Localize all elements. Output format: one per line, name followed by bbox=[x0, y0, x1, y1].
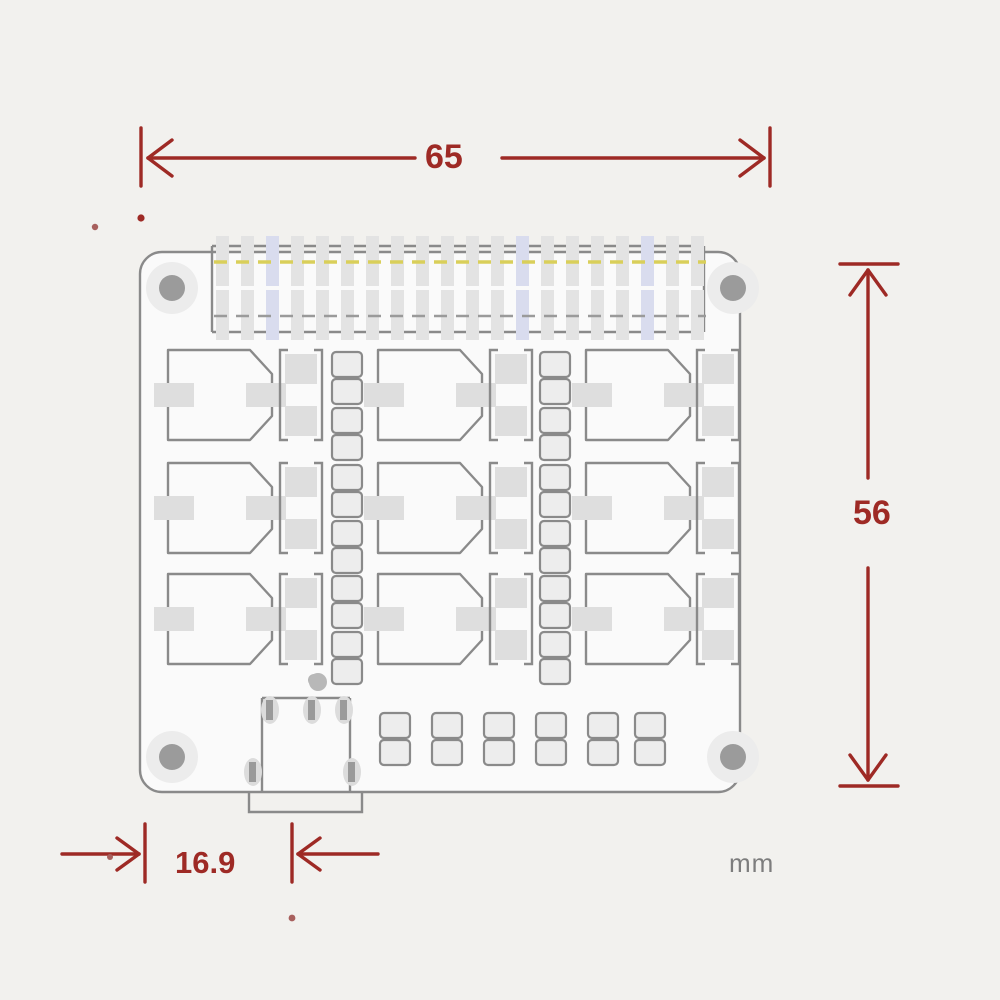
mounting-hole-top-left bbox=[146, 262, 198, 314]
dim-height-56 bbox=[838, 262, 900, 788]
unit-label: mm bbox=[729, 848, 775, 878]
mounting-hole-bottom-right bbox=[707, 731, 759, 783]
gpio-header-40pin bbox=[210, 236, 706, 340]
mounting-holes bbox=[146, 262, 759, 783]
dimension-annotations bbox=[60, 126, 900, 922]
dim-offset-16-9 bbox=[60, 822, 380, 884]
projection-marks bbox=[91, 214, 296, 922]
dimension-label-offset: 16.9 bbox=[175, 845, 236, 880]
dimension-label-height: 56 bbox=[853, 494, 891, 532]
dimension-label-width: 65 bbox=[425, 138, 463, 176]
gpio-header-row-bottom bbox=[216, 290, 704, 340]
dim-width-65 bbox=[139, 126, 772, 188]
mounting-hole-bottom-left bbox=[146, 731, 198, 783]
usb-micro-connector bbox=[244, 673, 364, 814]
mounting-hole-top-right bbox=[707, 262, 759, 314]
